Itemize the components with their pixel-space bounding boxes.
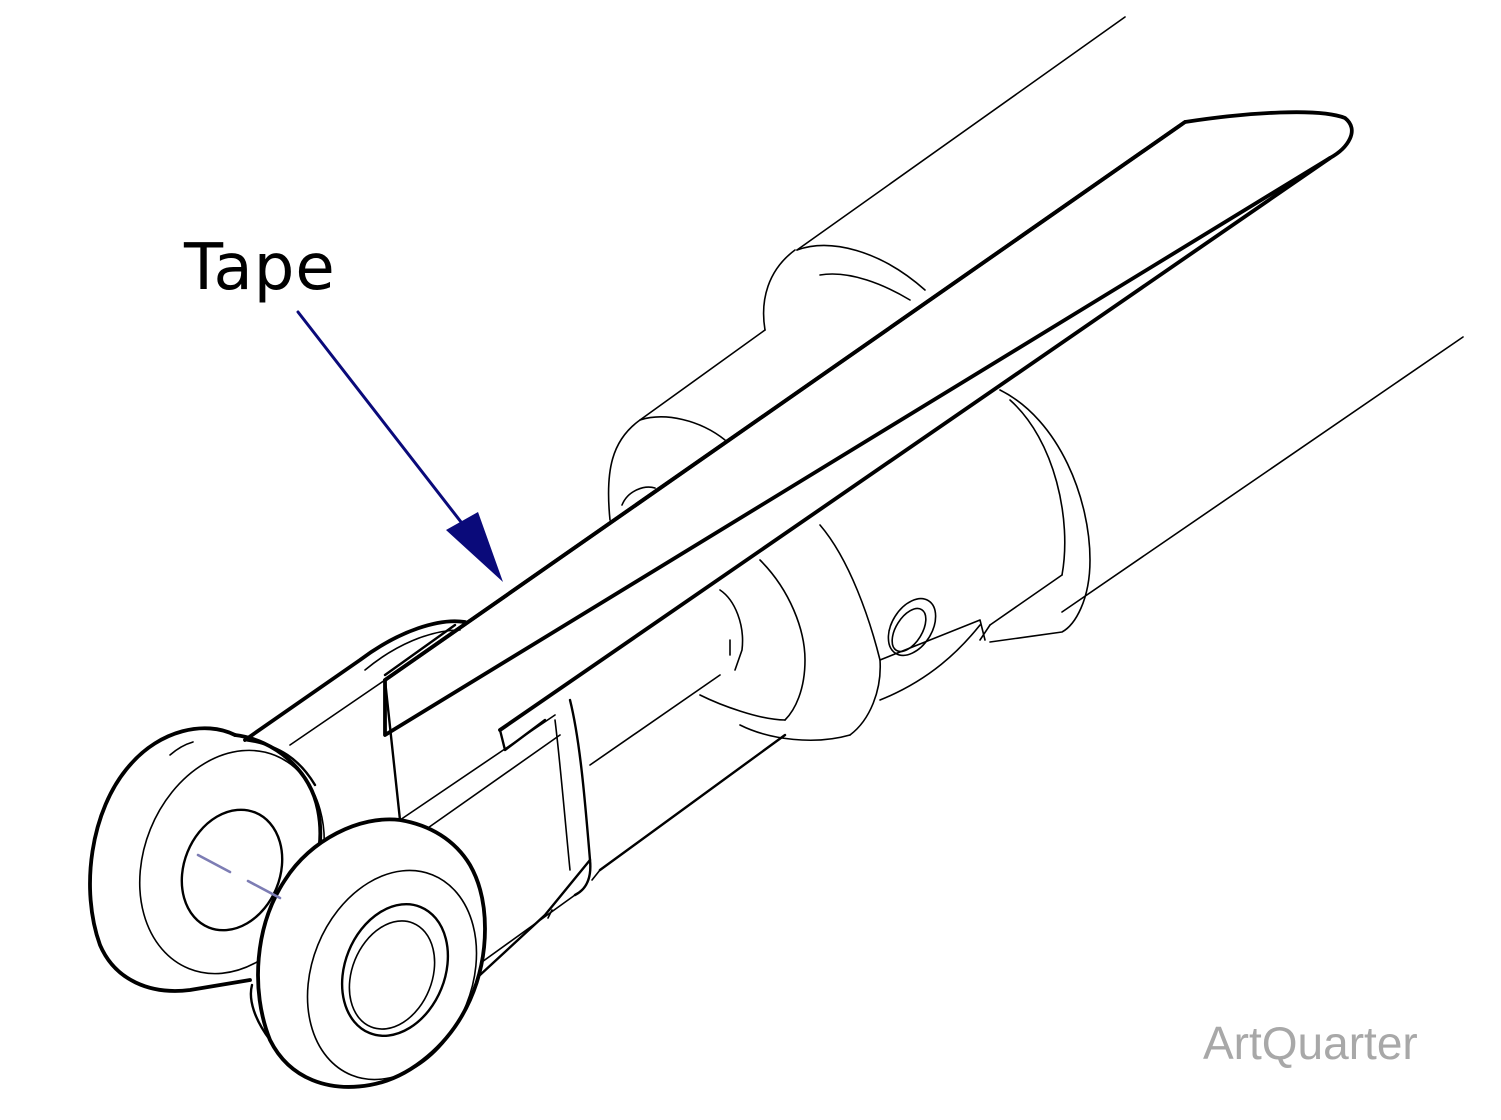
callout-arrow (296, 310, 503, 582)
collar (699, 524, 986, 741)
upper-tube (607, 16, 1126, 521)
tape-strip (383, 110, 1354, 822)
right-eye (249, 817, 487, 1089)
watermark-text: ArtQuarter (1203, 1017, 1418, 1069)
tape-callout-label: Tape (184, 231, 336, 305)
pin-axis-marks (196, 853, 282, 900)
lower-tube (979, 336, 1464, 643)
shaft (589, 589, 787, 872)
